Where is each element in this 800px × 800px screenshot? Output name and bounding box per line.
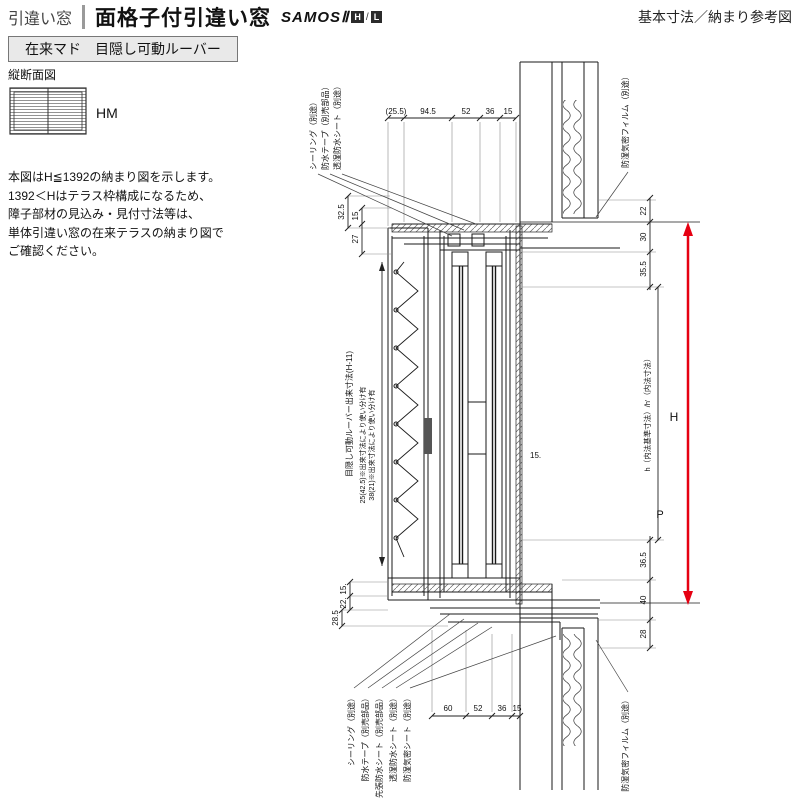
dim-right-bottom-3: 28: [639, 629, 648, 638]
title-divider: [82, 5, 86, 29]
annotation-waterproof-tape-bottom: 防水テープ（別売部品）: [360, 694, 370, 782]
annotation-vapor-film-bottom: 防湿気密フィルム（別途）: [620, 696, 630, 792]
dim-right-top-1: 22: [639, 206, 648, 215]
section-view-label: 縦断面図: [8, 68, 57, 82]
dim-bottom-1: 60: [444, 704, 453, 713]
louver-note-1: 25(42.5)※出来寸法により使い分け有: [358, 387, 367, 504]
structure-lines: [387, 61, 700, 790]
height-arrow: [683, 222, 693, 605]
extension-lines: [342, 122, 664, 712]
annotation-vapor-film-top: 防湿気密フィルム（別途）: [620, 72, 630, 168]
dim-top-3: 52: [462, 107, 471, 116]
sash-interlock: [467, 401, 487, 455]
series-logo: SAMOSⅡ H / L: [281, 8, 383, 26]
louver-dim-arrow-top: [379, 262, 385, 271]
insulation-top: [563, 100, 583, 214]
series-badge-separator: /: [365, 11, 369, 23]
note-line: 1392＜Hはテラス枠構成になるため、: [8, 188, 212, 203]
window-category-label: 引違い窓: [8, 11, 73, 28]
window-type-code: HM: [96, 105, 118, 121]
series-badge-l: L: [370, 11, 383, 23]
dim-left-bottom-2: 22.: [339, 597, 348, 608]
label-H: H: [670, 410, 679, 424]
annotations-top: シーリング（別途） 防水テープ（別売部品） 透湿防水シート（別途） 防湿気密フィ…: [308, 72, 630, 170]
series-name: SAMOSⅡ: [281, 9, 350, 26]
annotation-sealing-bottom: シーリング（別途）: [346, 694, 356, 766]
dim-left-bottom-3: 28.5: [331, 610, 340, 626]
annotation-breathable-sheet-bottom: 透湿防水シート（別途）: [388, 694, 398, 782]
window-type-icon: HM: [9, 87, 118, 135]
dim-right-top-2: 30: [639, 232, 648, 241]
annotation-sealing-top: シーリング（別途）: [308, 98, 318, 170]
dim-right-bottom-2: 40: [639, 595, 648, 604]
dim-left-bottom-1: 15.: [339, 583, 348, 594]
dim-bottom-2: 52: [474, 704, 483, 713]
dim-right-bottom-1: 36.5: [639, 552, 648, 568]
note-line: 本図はH≦1392の納まり図を示します。: [8, 170, 221, 184]
louver-handle: [424, 418, 432, 454]
dim-top-1: (25.5): [386, 107, 407, 116]
note-line: 単体引違い窓の在来テラスの納まり図で: [8, 225, 224, 240]
annotation-vapor-sheet-bottom: 防湿気密シート（別途）: [402, 694, 412, 782]
dim-left-top-1: 32.5: [337, 204, 346, 220]
dimension-ticks: [338, 114, 662, 720]
louver-note-2: 38(21)※出来寸法により使い分け有: [367, 389, 376, 500]
page-title: 面格子付引違い窓: [95, 7, 272, 30]
dim-bottom-3: 36: [498, 704, 507, 713]
louver-dim-label: 目隠し可動ルーバー出来寸法(H-11): [344, 351, 354, 477]
leader-lines: [317, 171, 629, 693]
dim-left-top-2: 15: [351, 211, 360, 220]
note-line: ご確認ください。: [8, 244, 105, 259]
insulation-bottom: [563, 634, 583, 746]
louver-blades: [395, 261, 419, 558]
dim-mid: 15.: [530, 451, 541, 460]
dim-left-top-3: 27: [351, 234, 360, 243]
dim-bottom-4: 15: [513, 704, 522, 713]
dimension-texts: (25.5) 94.5 52 36 15 60 52 36 15 32.5 15…: [331, 107, 648, 713]
louver-pivots: [393, 269, 399, 541]
dim-top-5: 15: [504, 107, 513, 116]
dimension-lines: [341, 117, 659, 717]
annotation-pre-waterproof-sheet-bottom: 先張防水シート（別売部品）: [374, 694, 384, 798]
note-line: 障子部材の見込み・見付寸法等は、: [8, 207, 201, 222]
drawing-type-label: 基本寸法／納まり参考図: [638, 9, 792, 25]
annotation-breathable-sheet-top: 透湿防水シート（別途）: [332, 82, 342, 170]
dim-top-2: 94.5: [420, 107, 436, 116]
note-paragraph: 本図はH≦1392の納まり図を示します。 1392＜Hはテラス枠構成になるため、…: [8, 168, 288, 261]
annotations-bottom: シーリング（別途） 防水テープ（別売部品） 先張防水シート（別売部品） 透湿防水…: [346, 694, 630, 798]
dim-right-top-3: 35.5: [639, 261, 648, 277]
label-P: P: [656, 509, 663, 521]
louver-dim-arrow-bottom: [379, 557, 385, 566]
variant-label-box: 在来マド 目隠し可動ルーバー: [8, 36, 238, 62]
series-badge-h: H: [351, 11, 364, 23]
dim-top-4: 36: [486, 107, 495, 116]
annotation-waterproof-tape-top: 防水テープ（別売部品）: [320, 82, 330, 170]
label-inner-height: h（内法基準寸法）/h'（内法寸法）: [642, 355, 652, 472]
page-header: 引違い窓 面格子付引違い窓 SAMOSⅡ H / L 基本寸法／納まり参考図: [0, 0, 800, 34]
